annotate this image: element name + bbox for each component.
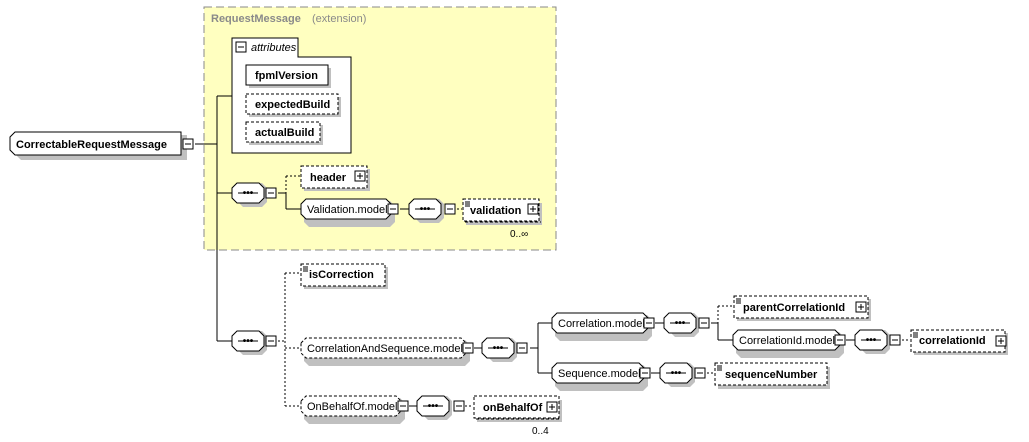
sequence-icon: ••• — [493, 343, 504, 354]
sequence-compositor-1[interactable]: ••• — [231, 182, 277, 207]
attributes-title: attributes — [251, 42, 297, 54]
connectors — [195, 95, 910, 407]
svg-text:header: header — [310, 172, 347, 184]
sequence-compositor-correlation-and-sequence[interactable]: ••• — [481, 337, 528, 362]
sequence-icon: ••• — [243, 188, 254, 199]
element-sequenceNumber[interactable]: sequenceNumber — [714, 362, 830, 389]
attribute-actualBuild[interactable]: actualBuild — [245, 121, 323, 145]
sequence-compositor-correlationId[interactable]: ••• — [854, 329, 901, 354]
group-correlation-and-sequence-model[interactable]: CorrelationAndSequence.model — [300, 337, 474, 366]
attributes-collapse-icon[interactable] — [235, 41, 247, 53]
root-element[interactable]: CorrectableRequestMessage — [9, 131, 194, 160]
svg-text:correlationId: correlationId — [919, 335, 986, 347]
attribute-fpmlVersion[interactable]: fpmlVersion — [245, 64, 331, 88]
svg-text:actualBuild: actualBuild — [255, 127, 314, 139]
sequence-icon: ••• — [428, 401, 439, 412]
sequence-compositor-onBehalfOf[interactable]: ••• — [416, 395, 465, 420]
svg-text:Sequence.model: Sequence.model — [558, 368, 641, 380]
svg-text:isCorrection: isCorrection — [309, 269, 374, 281]
svg-text:Validation.model: Validation.model — [307, 204, 388, 216]
extension-suffix: (extension) — [312, 13, 366, 25]
simple-content-icon — [717, 365, 722, 371]
svg-text:Correlation.model: Correlation.model — [558, 318, 645, 330]
sequence-icon: ••• — [243, 336, 254, 347]
svg-text:onBehalfOf: onBehalfOf — [483, 402, 543, 414]
sequence-icon: ••• — [675, 318, 686, 329]
sequence-icon: ••• — [866, 335, 877, 346]
simple-content-icon — [465, 201, 470, 207]
element-isCorrection[interactable]: isCorrection — [300, 263, 388, 289]
group-sequence-model[interactable]: Sequence.model — [551, 362, 651, 391]
svg-text:validation: validation — [470, 205, 522, 217]
sequence-icon: ••• — [420, 204, 431, 215]
group-validation-model[interactable]: Validation.model — [300, 198, 399, 227]
element-parentCorrelationId[interactable]: parentCorrelationId — [733, 295, 871, 321]
cardinality: 0..4 — [532, 426, 549, 437]
element-correlationId[interactable]: correlationId — [910, 329, 1008, 355]
attributes-box: attributes fpmlVersion expectedBuild act… — [231, 37, 352, 154]
group-correlation-model[interactable]: Correlation.model — [551, 312, 655, 341]
svg-text:CorrelationId.model: CorrelationId.model — [739, 335, 835, 347]
extension-type-name: RequestMessage — [211, 13, 301, 25]
svg-text:fpmlVersion: fpmlVersion — [255, 70, 318, 82]
attribute-expectedBuild[interactable]: expectedBuild — [245, 93, 341, 117]
optional-connectors — [284, 175, 733, 407]
svg-text:parentCorrelationId: parentCorrelationId — [743, 302, 845, 314]
collapse-icon[interactable] — [182, 138, 194, 150]
svg-text:sequenceNumber: sequenceNumber — [725, 369, 818, 381]
group-onBehalfOf-model[interactable]: OnBehalfOf.model — [300, 395, 409, 424]
simple-content-icon — [736, 298, 741, 304]
group-correlationId-model[interactable]: CorrelationId.model — [732, 329, 846, 358]
element-onBehalfOf[interactable]: onBehalfOf 0..4 — [473, 395, 562, 437]
element-validation[interactable]: validation 0..∞ — [462, 198, 542, 240]
sequence-compositor-2[interactable]: ••• — [231, 330, 277, 355]
sequence-compositor-sequence[interactable]: ••• — [659, 362, 706, 387]
svg-text:expectedBuild: expectedBuild — [255, 99, 330, 111]
element-header[interactable]: header — [300, 165, 370, 191]
simple-content-icon — [913, 332, 918, 338]
cardinality: 0..∞ — [510, 229, 528, 240]
svg-text:OnBehalfOf.model: OnBehalfOf.model — [307, 401, 398, 413]
sequence-compositor-correlation[interactable]: ••• — [663, 312, 710, 337]
simple-content-icon — [303, 266, 308, 272]
root-label: CorrectableRequestMessage — [16, 139, 167, 151]
sequence-compositor-validation[interactable]: ••• — [408, 198, 456, 223]
svg-text:CorrelationAndSequence.model: CorrelationAndSequence.model — [307, 343, 463, 355]
sequence-icon: ••• — [671, 368, 682, 379]
